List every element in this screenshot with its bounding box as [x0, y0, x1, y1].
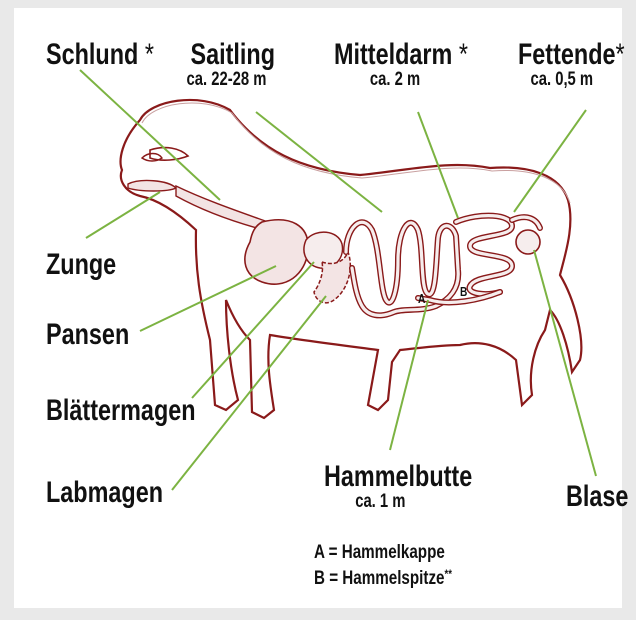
- label-fettende-mark: *: [616, 38, 625, 71]
- label-hammelbutte-length: ca. 1 m: [324, 492, 472, 511]
- label-pansen: Pansen: [46, 320, 129, 350]
- bladder-organ: [516, 230, 540, 254]
- label-zunge: Zunge: [46, 250, 116, 280]
- label-saitling: Saitling ca. 22-28 m: [178, 40, 275, 89]
- legend-b: B = Hammelspitze**: [314, 568, 452, 588]
- marker-b: B: [460, 285, 467, 298]
- label-fettende: Fettende* ca. 0,5 m: [518, 40, 625, 89]
- label-schlund-text: Schlund: [46, 38, 138, 71]
- label-mitteldarm-text: Mitteldarm: [334, 38, 452, 71]
- label-saitling-length: ca. 22-28 m: [178, 70, 275, 89]
- label-saitling-text: Saitling: [178, 40, 275, 70]
- legend-a: A = Hammelkappe: [314, 543, 445, 562]
- legend-b-text: B = Hammelspitze: [314, 568, 445, 589]
- label-blaettermagen: Blättermagen: [46, 396, 196, 426]
- label-labmagen: Labmagen: [46, 478, 163, 508]
- label-hammelbutte-text: Hammelbutte: [324, 462, 472, 492]
- label-schlund: Schlund *: [46, 40, 154, 70]
- label-fettende-length: ca. 0,5 m: [518, 70, 625, 89]
- label-blase: Blase: [566, 482, 628, 512]
- legend-b-mark: **: [445, 567, 452, 581]
- label-mitteldarm-mark: *: [459, 38, 468, 71]
- label-mitteldarm-length: ca. 2 m: [334, 70, 468, 89]
- label-schlund-mark: *: [145, 38, 154, 71]
- label-mitteldarm: Mitteldarm * ca. 2 m: [334, 40, 468, 89]
- label-hammelbutte: Hammelbutte ca. 1 m: [324, 462, 472, 511]
- label-fettende-text: Fettende: [518, 38, 616, 71]
- sheep-outline: [121, 100, 582, 418]
- marker-a: A: [418, 292, 425, 305]
- leader-zunge: [86, 192, 160, 238]
